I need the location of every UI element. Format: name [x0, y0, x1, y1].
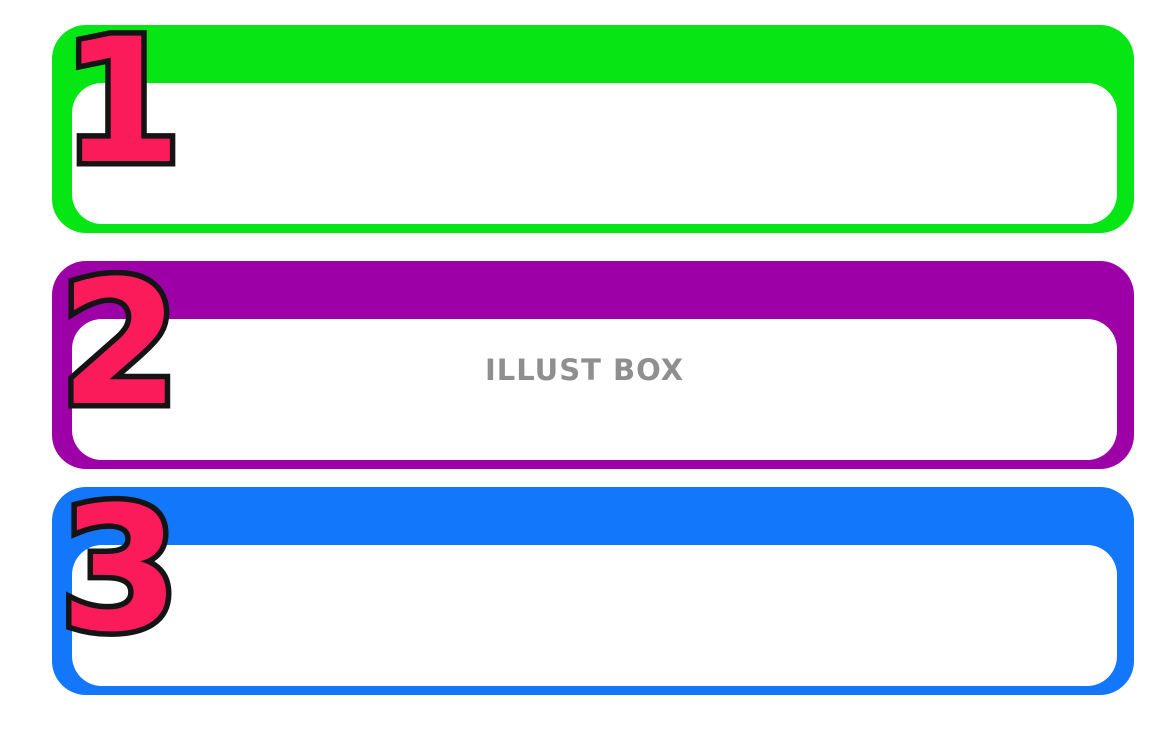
banner-2-label-area — [72, 319, 1117, 460]
number-1: 1 — [57, 1, 188, 202]
banner-1-label-area — [72, 83, 1117, 224]
banner-3 — [52, 487, 1134, 695]
number-3: 3 — [55, 469, 186, 670]
banner-2 — [52, 261, 1134, 469]
banner-3-label-area — [72, 545, 1117, 686]
banner-1 — [52, 25, 1134, 233]
number-2: 2 — [55, 243, 186, 444]
watermark: ILLUST BOX — [484, 353, 685, 387]
